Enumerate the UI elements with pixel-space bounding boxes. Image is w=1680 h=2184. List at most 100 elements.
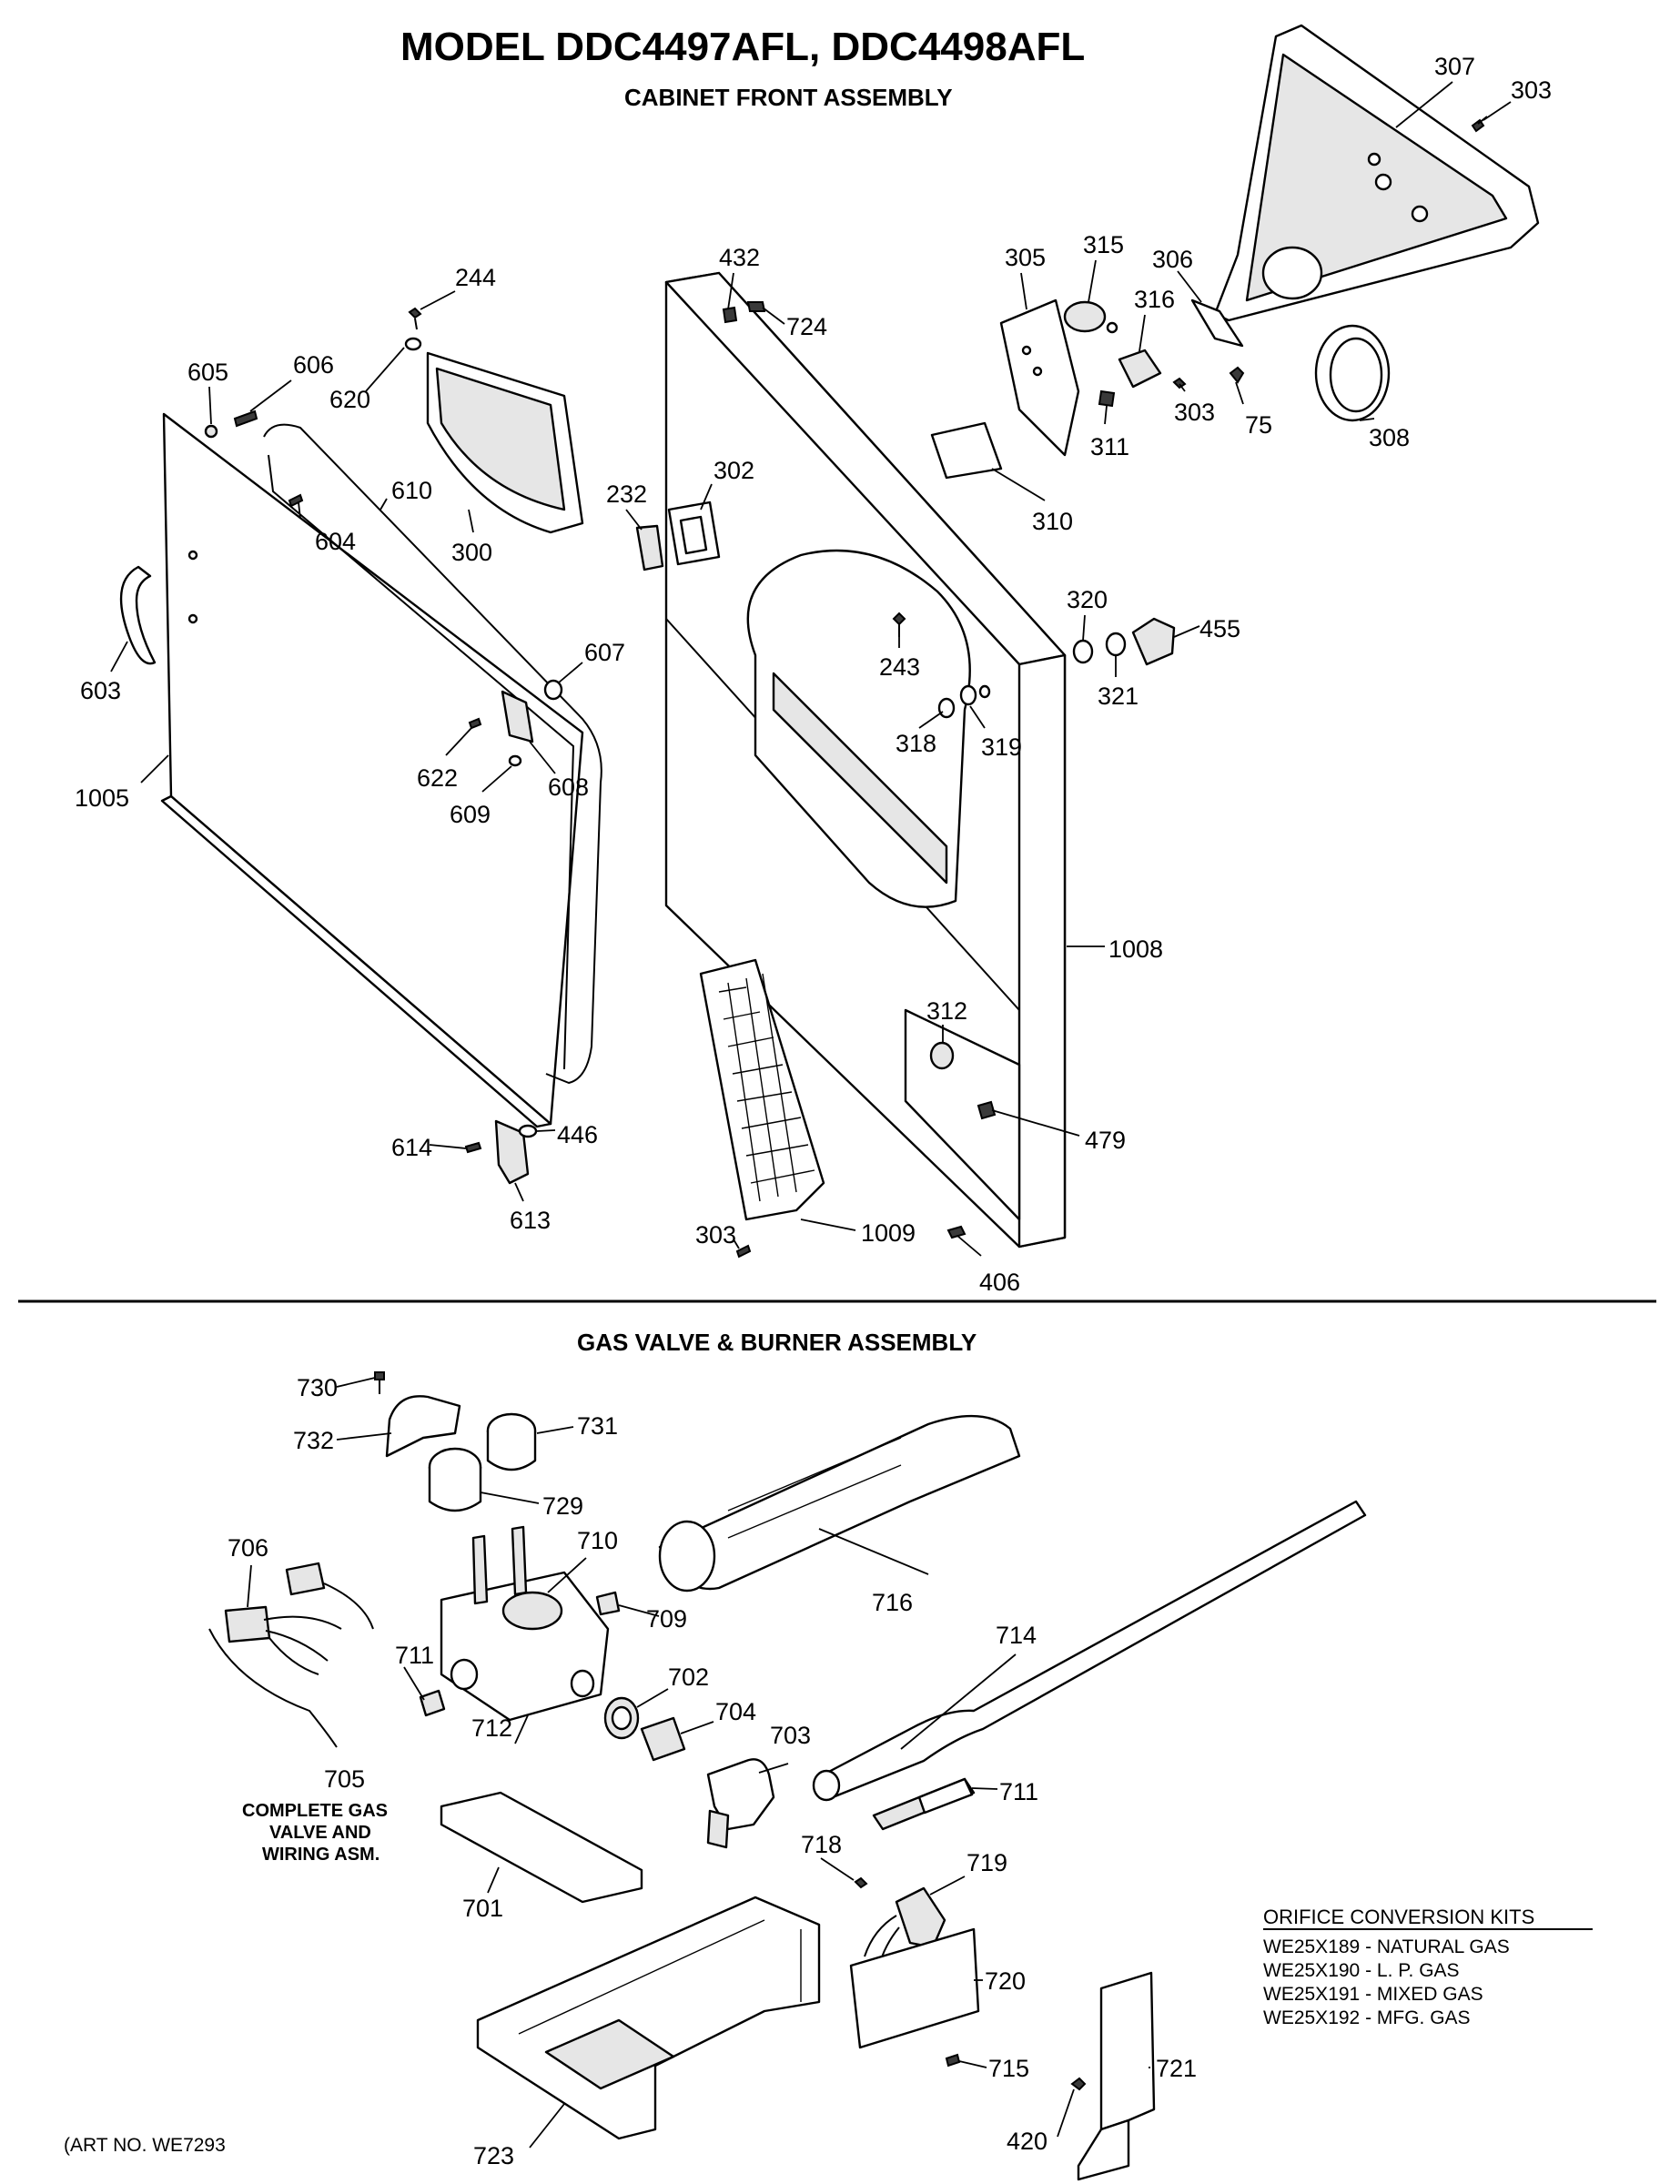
page-title: MODEL DDC4497AFL, DDC4498AFL	[400, 25, 1085, 69]
part-455-switch	[1131, 617, 1176, 666]
callout-1008: 1008	[1108, 935, 1163, 963]
callout-710: 710	[577, 1527, 618, 1554]
callout-306: 306	[1152, 246, 1193, 273]
callout-723: 723	[473, 2142, 514, 2169]
orifice-kit-item: WE25X189 - NATURAL GAS	[1263, 1936, 1510, 1957]
section-title-gas: GAS VALVE & BURNER ASSEMBLY	[577, 1329, 977, 1356]
part-303-screw-b	[1172, 377, 1187, 389]
part-609-bracket	[508, 754, 522, 767]
callout-1009: 1009	[861, 1219, 916, 1247]
callout-701: 701	[462, 1895, 503, 1922]
callout-310: 310	[1032, 508, 1073, 535]
part-1009-toe-grille	[699, 958, 825, 1221]
part-321-washer	[1105, 632, 1127, 657]
callout-316: 316	[1134, 286, 1175, 313]
part-703-elbow	[706, 1758, 775, 1849]
part-732-bracket	[385, 1395, 461, 1458]
callout-614: 614	[391, 1134, 432, 1161]
part-730-screw	[374, 1371, 385, 1394]
part-620-clip	[404, 337, 422, 351]
callout-711-b: 711	[999, 1778, 1038, 1805]
callout-308: 308	[1369, 424, 1410, 451]
part-614-screw	[464, 1141, 482, 1154]
part-721-shield	[1077, 1971, 1156, 2181]
part-604-screw	[288, 493, 304, 508]
callout-730: 730	[297, 1374, 338, 1401]
part-710-gas-valve	[440, 1525, 610, 1722]
part-603-door-handle	[119, 565, 157, 665]
part-308-seal-ring	[1314, 324, 1391, 422]
callout-607: 607	[584, 639, 625, 666]
part-729-coil	[428, 1447, 482, 1512]
callout-702: 702	[668, 1663, 709, 1691]
part-406-screw	[946, 1225, 967, 1239]
part-606-screw	[233, 410, 258, 428]
callout-75: 75	[1245, 411, 1272, 439]
orifice-kit-item: WE25X192 - MFG. GAS	[1263, 2007, 1471, 2028]
part-704-nipple	[640, 1716, 686, 1762]
part-315-thermostat	[1063, 300, 1118, 334]
complete-gas-note: COMPLETE GAS VALVE AND WIRING ASM.	[242, 1801, 388, 1865]
leader-lines	[110, 81, 1512, 2149]
orifice-kits-box: ORIFICE CONVERSION KITS WE25X189 - NATUR…	[1263, 1906, 1593, 2028]
part-706-wiring-harness	[208, 1562, 374, 1748]
part-312-plug	[929, 1041, 955, 1070]
part-723-burner-bracket	[476, 1896, 821, 2140]
callout-303-b: 303	[1174, 399, 1215, 426]
part-711-plug	[419, 1689, 446, 1717]
callout-608: 608	[548, 774, 589, 801]
art-number: (ART NO. WE7293	[64, 2135, 226, 2156]
callout-610: 610	[391, 477, 432, 504]
part-244-screw	[408, 307, 422, 330]
complete-gas-line-2: VALVE AND	[269, 1823, 371, 1843]
callout-604: 604	[315, 528, 356, 555]
callout-305: 305	[1005, 244, 1046, 271]
callout-232: 232	[606, 480, 647, 508]
part-608-hinge	[501, 690, 534, 743]
complete-gas-line-1: COMPLETE GAS	[242, 1801, 388, 1821]
callout-729: 729	[542, 1492, 583, 1520]
callout-312: 312	[926, 997, 967, 1025]
callout-705: 705	[324, 1765, 365, 1793]
part-303-screw-c	[735, 1244, 752, 1259]
callout-715: 715	[988, 2055, 1029, 2082]
callout-318: 318	[896, 730, 936, 757]
orifice-kit-item: WE25X190 - L. P. GAS	[1263, 1960, 1460, 1981]
callout-307: 307	[1434, 53, 1475, 80]
orifice-kits-heading: ORIFICE CONVERSION KITS	[1263, 1906, 1534, 1928]
part-300-lint-duct	[426, 351, 584, 534]
callout-303: 303	[1511, 76, 1552, 104]
callout-711: 711	[395, 1642, 434, 1669]
callout-718: 718	[801, 1831, 842, 1858]
part-302-gasket	[667, 500, 721, 566]
callout-455: 455	[1199, 615, 1240, 642]
part-701-bracket	[440, 1791, 643, 1904]
part-446-washer	[518, 1124, 538, 1138]
callout-720: 720	[985, 1967, 1026, 1995]
part-303-screw	[1471, 116, 1488, 133]
part-319-washer	[959, 684, 991, 706]
part-311-clip	[1098, 389, 1116, 408]
callout-706: 706	[228, 1534, 268, 1562]
callout-1005: 1005	[75, 784, 129, 812]
part-605-screw	[204, 424, 218, 439]
part-320-washer	[1072, 639, 1094, 664]
part-715-screw	[945, 2053, 961, 2068]
callout-606: 606	[293, 351, 334, 379]
callout-613: 613	[510, 1207, 551, 1234]
callout-712: 712	[471, 1714, 512, 1742]
callout-721: 721	[1156, 2055, 1197, 2082]
callout-244: 244	[455, 264, 496, 291]
part-75-screw	[1229, 366, 1245, 384]
part-310-shield	[930, 421, 1003, 480]
callout-731: 731	[577, 1412, 618, 1440]
callout-302: 302	[713, 457, 754, 484]
part-243-screw	[892, 612, 906, 637]
callout-724: 724	[786, 313, 827, 340]
callout-716: 716	[872, 1589, 913, 1616]
callout-714: 714	[996, 1622, 1037, 1649]
complete-gas-line-3: WIRING ASM.	[262, 1845, 380, 1865]
callout-320: 320	[1067, 586, 1108, 613]
callout-labels: 307 303 244 605 606 620 610 604 300 603 …	[75, 53, 1552, 2169]
part-610-door-frame	[263, 423, 602, 1085]
